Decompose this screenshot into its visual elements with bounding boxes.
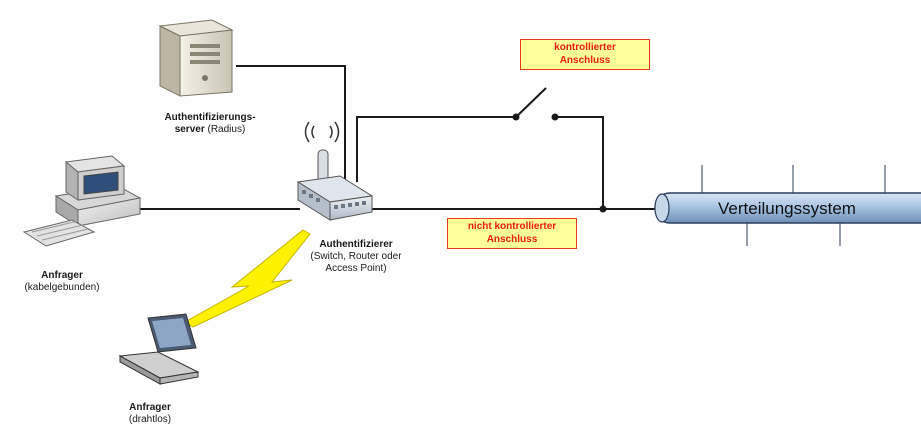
authenticator-detail-line1: (Switch, Router oder (291, 251, 421, 263)
server-name-line2: server (175, 124, 205, 135)
switch-contact-right (552, 114, 559, 121)
wired-supplicant-label: Anfrager (kabelgebunden) (12, 270, 112, 294)
junction-dot (600, 206, 607, 213)
wired-supplicant-name: Anfrager (41, 270, 83, 281)
uncontrolled-port-callout: nicht kontrollierter Anschluss (447, 218, 577, 249)
server-label: Authentifizierungs- server (Radius) (130, 112, 290, 136)
controlled-port-callout-line2: Anschluss (525, 54, 645, 67)
bus-label: Verteilungssystem (718, 199, 856, 218)
authenticator-device-icon (298, 122, 372, 220)
wireless-supplicant-name: Anfrager (129, 402, 171, 413)
port-switch-lever (516, 88, 546, 117)
desktop-computer-icon (24, 156, 140, 246)
server-detail: (Radius) (208, 124, 246, 135)
laptop-icon (120, 314, 198, 384)
server-name-line1: Authentifizierungs- (164, 112, 255, 123)
switch-contact-left (513, 114, 520, 121)
authenticator-label: Authentifizierer (Switch, Router oder Ac… (291, 239, 421, 275)
controlled-port-callout: kontrollierter Anschluss (520, 39, 650, 70)
authenticator-detail-line2: Access Point) (291, 263, 421, 275)
server-icon (160, 20, 232, 96)
distribution-system: Verteilungssystem (655, 165, 921, 246)
wired-supplicant-detail: (kabelgebunden) (12, 282, 112, 294)
uncontrolled-port-callout-line1: nicht kontrollierter (452, 220, 572, 233)
controlled-port-line-right (555, 117, 603, 209)
controlled-port-line-left (357, 117, 516, 182)
uncontrolled-port-callout-line2: Anschluss (452, 233, 572, 246)
controlled-port-callout-line1: kontrollierter (525, 41, 645, 54)
authenticator-name: Authentifizierer (319, 239, 392, 250)
wireless-supplicant-detail: (drahtlos) (110, 414, 190, 426)
wireless-supplicant-label: Anfrager (drahtlos) (110, 402, 190, 426)
